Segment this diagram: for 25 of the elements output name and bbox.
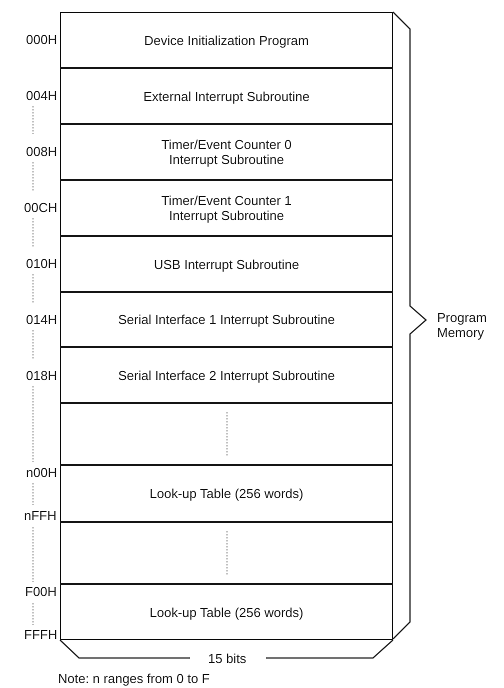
note-text: Note: n ranges from 0 to F [58, 670, 210, 686]
address-label: 018H [26, 368, 58, 382]
address-label: nFFH [24, 508, 56, 522]
memory-block: Look-up Table (256 words) [60, 465, 393, 522]
empty-memory-block [60, 403, 393, 465]
width-label: 15 bits [208, 650, 246, 666]
address-label: F00H [25, 584, 57, 598]
address-label: 010H [26, 256, 58, 270]
address-label: 00CH [24, 200, 58, 214]
address-label: 000H [26, 32, 58, 46]
memory-block: Timer/Event Counter 0 Interrupt Subroutine [60, 124, 393, 180]
memory-block: External Interrupt Subroutine [60, 68, 393, 124]
memory-block: USB Interrupt Subroutine [60, 236, 393, 292]
memory-block: Serial Interface 2 Interrupt Subroutine [60, 347, 393, 403]
address-label: FFFH [24, 626, 58, 642]
memory-block: Timer/Event Counter 1 Interrupt Subroutine [60, 180, 393, 236]
address-label: 008H [26, 144, 58, 158]
address-label: 014H [26, 312, 58, 326]
memory-block: Serial Interface 1 Interrupt Subroutine [60, 292, 393, 347]
address-label: n00H [26, 464, 58, 480]
bracket-label: Program Memory [437, 310, 488, 340]
memory-block: Device Initialization Program [60, 12, 393, 68]
empty-memory-block [60, 522, 393, 584]
memory-block: Look-up Table (256 words) [60, 584, 393, 640]
address-label: 004H [26, 88, 58, 102]
